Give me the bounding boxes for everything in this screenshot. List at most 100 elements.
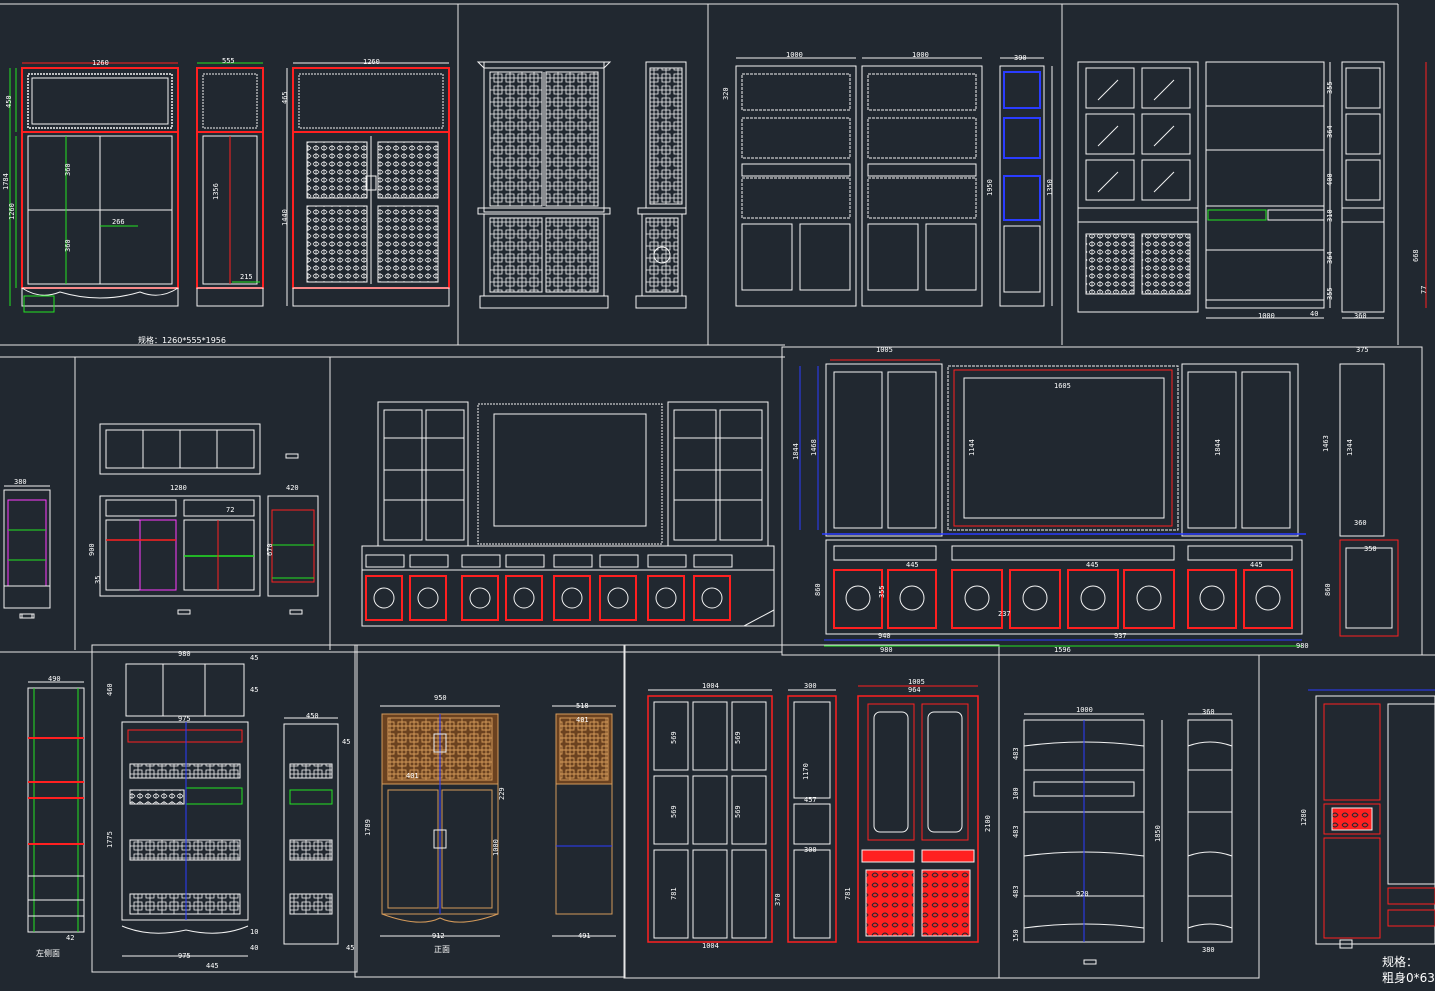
p6-dim-w1: 1280 [170,484,187,492]
p1-dim-h-r2: 1440 [281,209,289,226]
p12-dim-h7: 457 [804,796,817,804]
p8-dim-h1: 1844 [792,443,800,460]
p1-dim-h-mid3: 1356 [212,183,220,200]
p11-dim-h2: 229 [498,787,506,800]
p3-dim-w2: 1000 [912,51,929,59]
p9-caption: 左侧面 [36,948,60,958]
p10-dim-w2: 975 [178,715,191,723]
p10-dim-h7: 45 [346,944,354,952]
p11-dim-w2: 518 [576,702,589,710]
p13-dim-h1: 483 [1012,747,1020,760]
p4-dim-v3: 400 [1326,173,1334,186]
p4-dim-v7: 668 [1412,249,1420,262]
p12-dim-h8: 300 [804,846,817,854]
p8-dim-h8: 860 [1324,583,1332,596]
p6-dim-w2: 420 [286,484,299,492]
p10-dim-h1: 460 [106,683,114,696]
p4-dim-v6: 355 [1326,287,1334,300]
p14-dim-h1: 1280 [1300,809,1308,826]
p12-dim-w2: 300 [804,682,817,690]
p13-dim-w4: 380 [1202,946,1215,954]
p8-dim-w2: 1605 [1054,382,1071,390]
p1-dim-w-inner: 266 [112,218,125,226]
p6-dim-h1: 900 [88,543,96,556]
panel-frames [0,3,1435,979]
p11-dim-w4: 401 [576,716,589,724]
p13-dim-h6: 1850 [1154,825,1162,842]
p12-dim-h1: 569 [670,731,678,744]
p8-dim-w12: 360 [1354,519,1367,527]
p1-dim-top-w1: 1260 [92,59,109,67]
p8-dim-h5: 1463 [1322,435,1330,452]
p8-dim-h4: 1844 [1214,439,1222,456]
p1-dim-top-w2: 555 [222,57,235,65]
p4-dim-w1: 1000 [1258,312,1275,320]
p4-dim-v8: 77 [1420,286,1428,294]
p11-dim-w3: 401 [406,772,419,780]
p11-dim-w6: 491 [578,932,591,940]
panel-2-lattice-cabinet [476,61,687,309]
p12-dim-h4: 569 [734,805,742,818]
p4-dim-v5: 364 [1326,251,1334,264]
p1-carved-elevation [286,62,450,307]
p4-dim-w2: 40 [1310,310,1318,318]
p3-dim-h3: 1350 [1046,179,1054,196]
p6-dim-h2: 670 [266,543,274,556]
p4-dim-w3: 360 [1354,312,1367,320]
panel-13-open-bookshelf [1023,713,1233,965]
p12-dim-w3: 1005 [908,678,925,686]
p8-dim-w3: 375 [1356,346,1369,354]
p8-dim-w4: 980 [880,646,893,654]
p8-dim-w6: 940 [878,632,891,640]
p1-dim-top-w3: 1260 [363,58,380,66]
p8-dim-w1: 1005 [876,346,893,354]
p11-caption: 正面 [434,945,450,954]
p3-dim-w3: 390 [1014,54,1027,62]
panel-9-side-elevation [27,681,85,933]
panel-1-carved-cabinet: 1260 450 1784 1260 360 360 266 555 1356 … [2,57,450,345]
panel-5-side-cabinet [3,485,51,619]
p14-spec-value: 粗身0*63 [1382,970,1435,985]
p8-dim-w10: 445 [1086,561,1099,569]
p8-dim-w9: 445 [906,561,919,569]
p10-dim-h4: 45 [250,686,258,694]
p7-round-door-panels [365,575,731,621]
p10-dim-w3: 975 [178,952,191,960]
p10-dim-h5: 10 [250,928,258,936]
p13-dim-w3: 920 [1076,890,1089,898]
p3-dim-w1: 1000 [786,51,803,59]
p4-dim-v4: 310 [1326,209,1334,222]
panel-3-display-cabinet [735,57,1053,307]
p8-dim-w8: 980 [1296,642,1309,650]
p12-dim-h10: 781 [844,887,852,900]
p12-dim-h3: 569 [670,805,678,818]
p5-dim-w1: 380 [14,478,27,486]
p1-dim-h-r: 465 [281,91,289,104]
p13-dim-h5: 150 [1012,929,1020,942]
p10-dim-h6: 40 [250,944,258,952]
p10-dim-h3: 45 [250,654,258,662]
p9-dim-w2: 42 [66,934,74,942]
p6-dim-h3: 35 [94,576,102,584]
p8-dim-h10: 237 [998,610,1011,618]
p13-dim-h3: 483 [1012,825,1020,838]
p10-dim-w5: 450 [306,712,319,720]
p1-dim-h-mid: 360 [64,163,72,176]
p4-dim-v1: 355 [1326,81,1334,94]
panel-8-tv-unit-dimensioned [799,359,1399,647]
panel-12-tall-wardrobes [647,685,979,943]
panel-14-partial-wardrobe [1308,689,1435,949]
p8-dim-w5: 1596 [1054,646,1071,654]
p1-dim-h-total: 1784 [2,173,10,190]
panel-11-brown-wardrobe [380,705,616,937]
p12-dim-w1: 1004 [702,682,719,690]
p8-dim-h7: 860 [814,583,822,596]
p12-dim-h11: 2100 [984,815,992,832]
p8-dim-h9: 355 [878,585,886,598]
p13-dim-w2: 360 [1202,708,1215,716]
p12-dim-w4: 964 [908,686,921,694]
p12-dim-h6: 1170 [802,763,810,780]
p3-dim-h2: 1950 [986,179,994,196]
p13-dim-w1: 1000 [1076,706,1093,714]
